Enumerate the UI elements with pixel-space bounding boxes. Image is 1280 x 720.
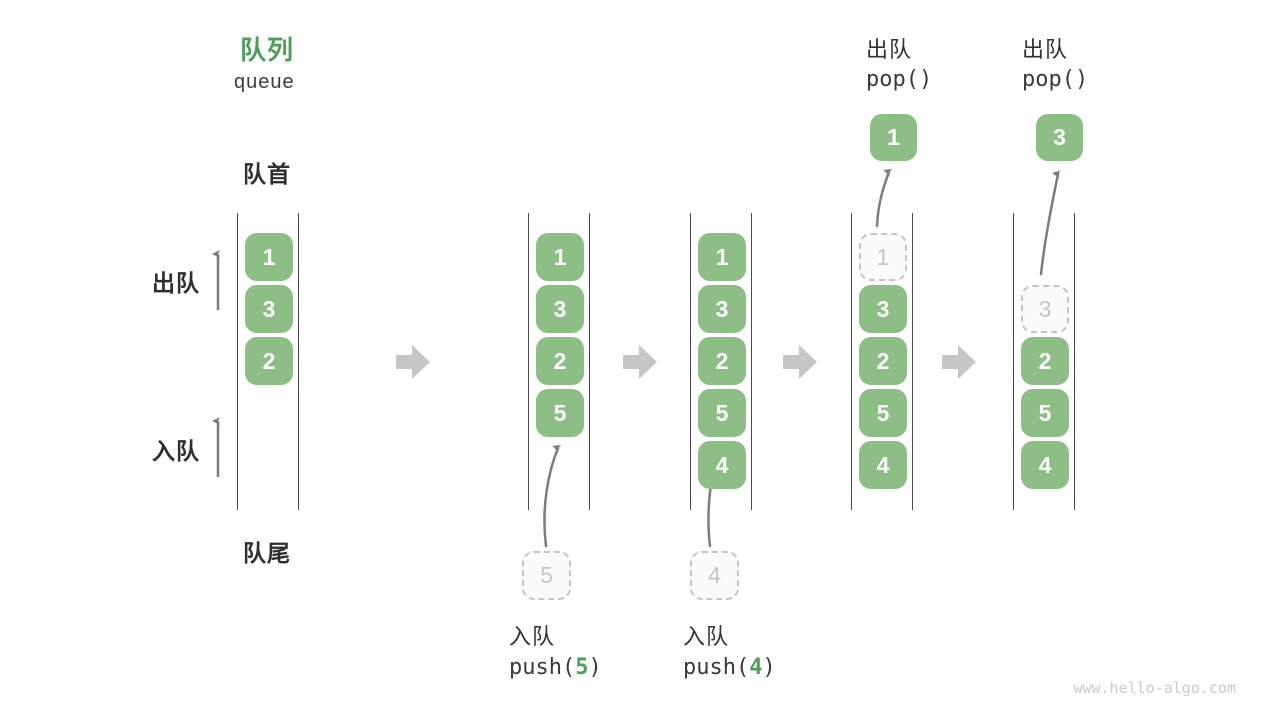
queue-cell: 5 [698, 389, 746, 437]
dequeue-side-label: 出队 [152, 270, 200, 296]
queue-cell: 5 [1021, 389, 1069, 437]
diagram-title-en: queue [234, 71, 295, 93]
queue-front-label: 队首 [243, 161, 291, 187]
queue-cell: 1 [536, 233, 584, 281]
call-text: ) [588, 655, 602, 680]
queue-cell: 3 [536, 285, 584, 333]
queue-cell: 2 [245, 337, 293, 385]
queue-cell: 4 [859, 441, 907, 489]
queue-state-1: 1 3 2 [237, 213, 299, 510]
queue-cell: 3 [245, 285, 293, 333]
queue-cell: 3 [698, 285, 746, 333]
staging-cell: 4 [690, 551, 739, 600]
transition-arrow-icon [783, 345, 817, 379]
enqueue-op-label: 入队 [683, 624, 730, 649]
watermark: www.hello-algo.com [1073, 679, 1236, 697]
diagram-title-zh: 队列 [240, 35, 295, 65]
queue-state-4: 1 3 2 5 4 [851, 213, 913, 510]
queue-cell: 2 [698, 337, 746, 385]
queue-cell-dashed: 3 [1021, 285, 1069, 333]
queue-state-2: 1 3 2 5 [528, 213, 590, 510]
push5-call: push(5) [509, 655, 602, 680]
transition-arrow-icon [396, 345, 430, 379]
queue-cell: 5 [859, 389, 907, 437]
call-text: push( [509, 655, 576, 680]
transition-arrow-icon [623, 345, 657, 379]
pop2-call: pop() [1022, 67, 1089, 92]
queue-cell: 2 [1021, 337, 1069, 385]
push5-arrow-icon [543, 445, 562, 548]
queue-cell: 4 [698, 441, 746, 489]
queue-cell: 1 [245, 233, 293, 281]
queue-cell-dashed: 1 [859, 233, 907, 281]
call-arg: 4 [749, 655, 763, 680]
queue-cell: 4 [1021, 441, 1069, 489]
pop2-arrow-icon [1039, 170, 1061, 276]
dequeue-op-label: 出队 [1022, 37, 1069, 62]
enqueue-side-label: 入队 [152, 438, 200, 464]
queue-cell: 2 [859, 337, 907, 385]
queue-cell: 5 [536, 389, 584, 437]
queue-rear-label: 队尾 [243, 540, 291, 566]
call-text: push( [683, 655, 750, 680]
popped-cell: 3 [1036, 114, 1083, 161]
transition-arrow-icon [942, 345, 976, 379]
queue-state-5: 3 2 5 4 [1013, 213, 1075, 510]
call-arg: 5 [575, 655, 589, 680]
dequeue-op-label: 出队 [866, 37, 913, 62]
queue-cell: 3 [859, 285, 907, 333]
call-text: ) [762, 655, 776, 680]
push4-call: push(4) [683, 655, 776, 680]
staging-cell: 5 [522, 551, 571, 600]
popped-cell: 1 [870, 114, 917, 161]
queue-cell: 1 [698, 233, 746, 281]
enqueue-op-label: 入队 [509, 624, 556, 649]
pop1-call: pop() [866, 67, 933, 92]
pop1-arrow-icon [875, 168, 893, 228]
queue-cell: 2 [536, 337, 584, 385]
queue-state-3: 1 3 2 5 4 [690, 213, 752, 510]
